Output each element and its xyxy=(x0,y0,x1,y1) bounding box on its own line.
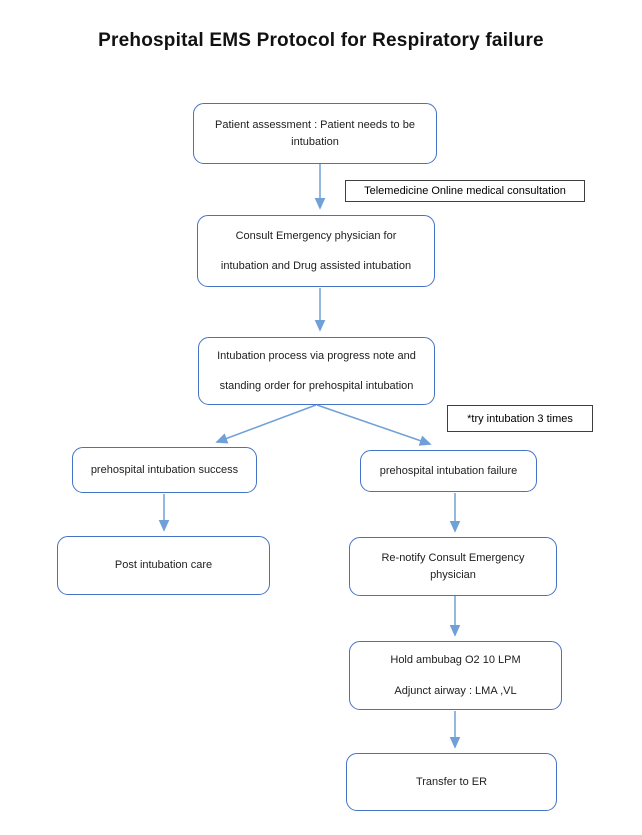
page-title: Prehospital EMS Protocol for Respiratory… xyxy=(98,30,544,51)
node-renotify-physician: Re-notify Consult Emergency physician xyxy=(349,537,557,596)
annotation-try-intubation-label: *try intubation 3 times xyxy=(467,412,573,425)
node-patient-assessment-line2: intubation xyxy=(291,136,339,148)
node-hold-ambubag-line2: Adjunct airway : LMA ,VL xyxy=(394,684,517,697)
node-transfer-to-er: Transfer to ER xyxy=(346,753,557,811)
annotation-telemedicine-label: Telemedicine Online medical consultation xyxy=(364,185,566,197)
node-intubation-failure-line1: prehospital intubation failure xyxy=(379,464,518,477)
node-transfer-to-er-line1: Transfer to ER xyxy=(415,775,488,788)
node-intubation-process: Intubation process via progress note and… xyxy=(198,337,435,405)
node-renotify-physician-line2: physician xyxy=(430,569,476,581)
node-intubation-success: prehospital intubation success xyxy=(72,447,257,493)
node-patient-assessment: Patient assessment : Patient needs to be… xyxy=(193,103,437,164)
node-patient-assessment-line1: Patient assessment : Patient needs to be xyxy=(215,118,415,131)
arrow-process-to-failure xyxy=(316,404,432,446)
node-intubation-process-line2: standing order for prehospital intubatio… xyxy=(219,380,414,392)
node-consult-physician-line1: Consult Emergency physician for xyxy=(235,229,397,242)
annotation-try-intubation: *try intubation 3 times xyxy=(447,405,593,432)
arrow-process-to-success xyxy=(215,404,317,444)
node-renotify-physician-line1: Re-notify Consult Emergency xyxy=(381,551,525,564)
node-consult-physician: Consult Emergency physician for intubati… xyxy=(197,215,435,287)
node-intubation-process-line1: Intubation process via progress note and xyxy=(217,349,416,362)
node-hold-ambubag-line1: Hold ambubag O2 10 LPM xyxy=(390,654,521,666)
node-hold-ambubag: Hold ambubag O2 10 LPM Adjunct airway : … xyxy=(349,641,562,710)
node-post-intubation-care-line1: Post intubation care xyxy=(114,559,213,572)
node-intubation-success-line1: prehospital intubation success xyxy=(90,463,239,476)
annotation-telemedicine: Telemedicine Online medical consultation xyxy=(345,180,585,202)
node-intubation-failure: prehospital intubation failure xyxy=(360,450,537,492)
node-consult-physician-line2: intubation and Drug assisted intubation xyxy=(220,260,412,272)
node-post-intubation-care: Post intubation care xyxy=(57,536,270,595)
